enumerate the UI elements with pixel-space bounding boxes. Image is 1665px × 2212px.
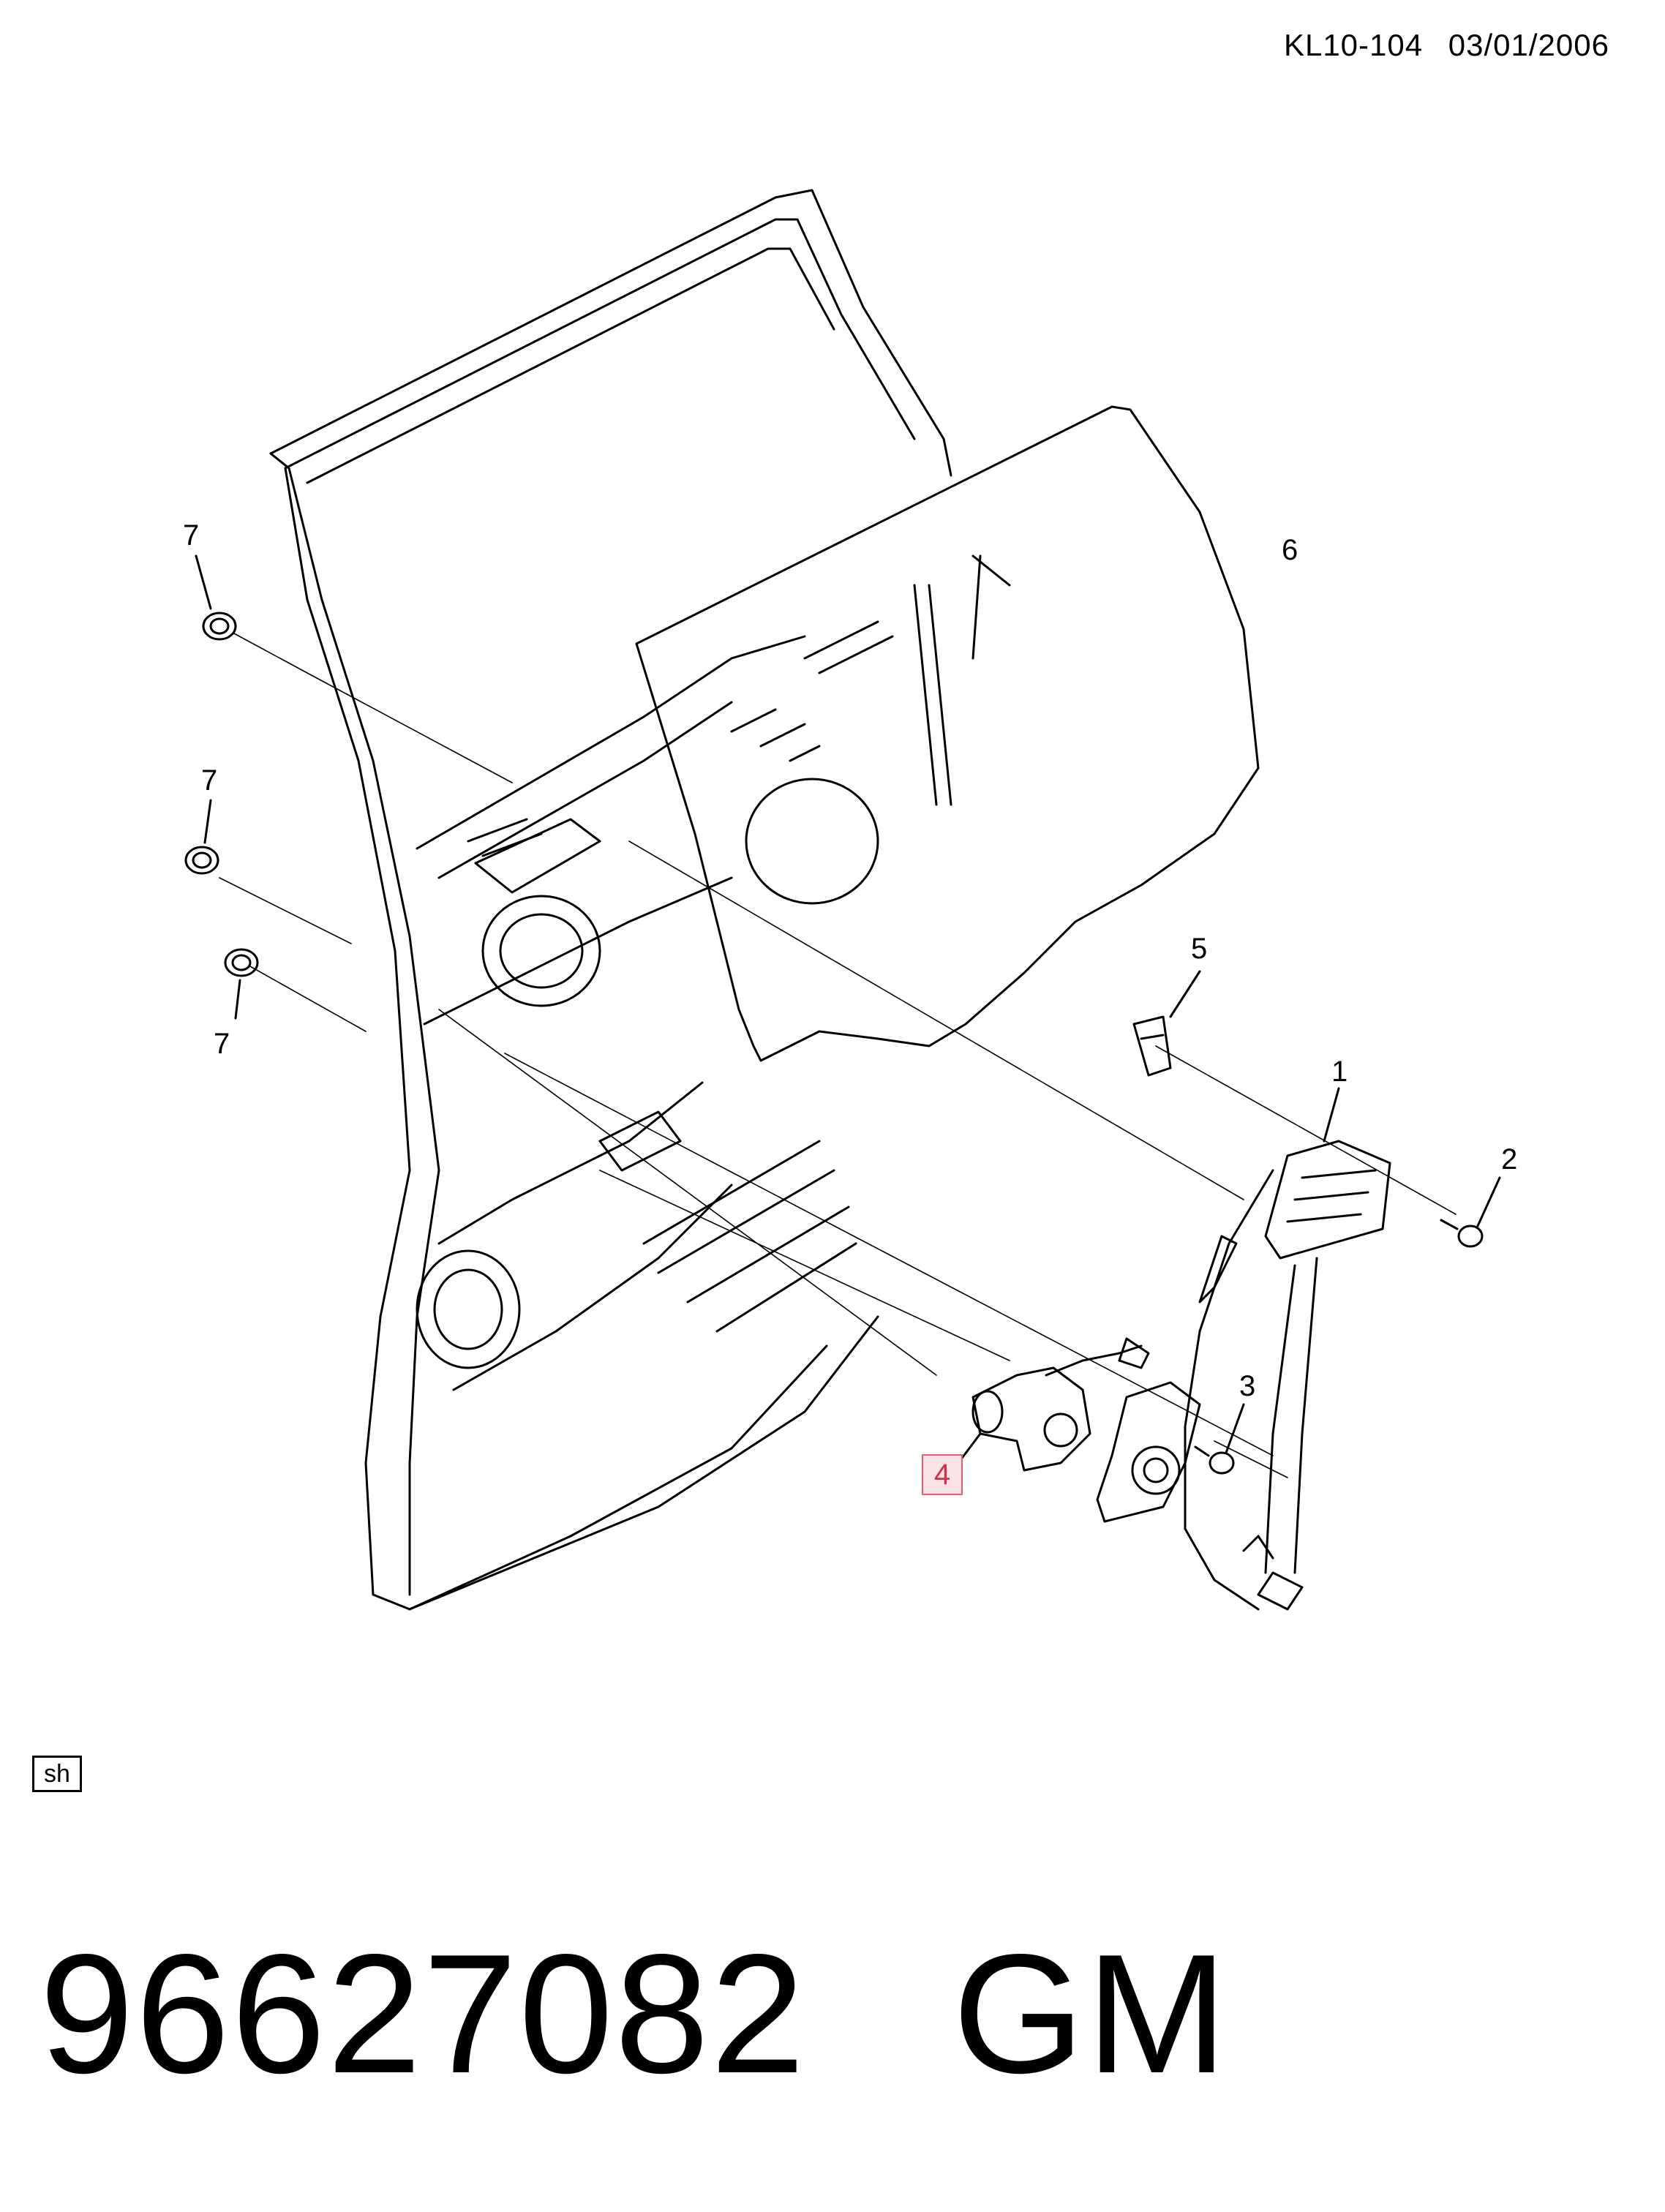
callout-4-highlighted[interactable]: 4 xyxy=(922,1454,963,1495)
callout-1: 1 xyxy=(1331,1056,1348,1088)
diagram-date: 03/01/2006 xyxy=(1448,28,1609,62)
diagram-code: KL10-104 xyxy=(1283,28,1424,62)
sh-label: sh xyxy=(32,1756,82,1792)
part-number: 96627082 xyxy=(40,1919,807,2109)
window-glass xyxy=(635,405,1260,1062)
motor-bracket xyxy=(1096,1381,1201,1523)
callout-7-upper: 7 xyxy=(183,519,199,552)
callout-5: 5 xyxy=(1191,933,1207,965)
callout-6: 6 xyxy=(1282,534,1298,566)
brand-name: GM xyxy=(952,1919,1229,2109)
door-frame xyxy=(269,189,952,1611)
assembly-leader-lines xyxy=(219,633,1457,1478)
bolt-2 xyxy=(1440,1176,1501,1248)
part-number-footer: 96627082 GM xyxy=(40,1916,1229,2112)
grommet-upper xyxy=(195,554,237,641)
callout-7-lower: 7 xyxy=(214,1028,230,1060)
callout-7-middle: 7 xyxy=(201,764,217,797)
callout-3: 3 xyxy=(1239,1370,1255,1402)
diagram-header: KL10-104 03/01/2006 xyxy=(1268,28,1609,63)
grommet-middle xyxy=(184,799,219,875)
window-motor xyxy=(957,1337,1150,1472)
bolt-3 xyxy=(1194,1403,1245,1475)
window-regulator xyxy=(1184,1087,1391,1611)
callout-2: 2 xyxy=(1501,1143,1517,1175)
door-window-regulator-diagram: 7 7 7 6 5 1 2 3 xyxy=(183,189,1517,1611)
glass-clip xyxy=(1132,970,1201,1077)
grommet-lower xyxy=(224,948,259,1020)
